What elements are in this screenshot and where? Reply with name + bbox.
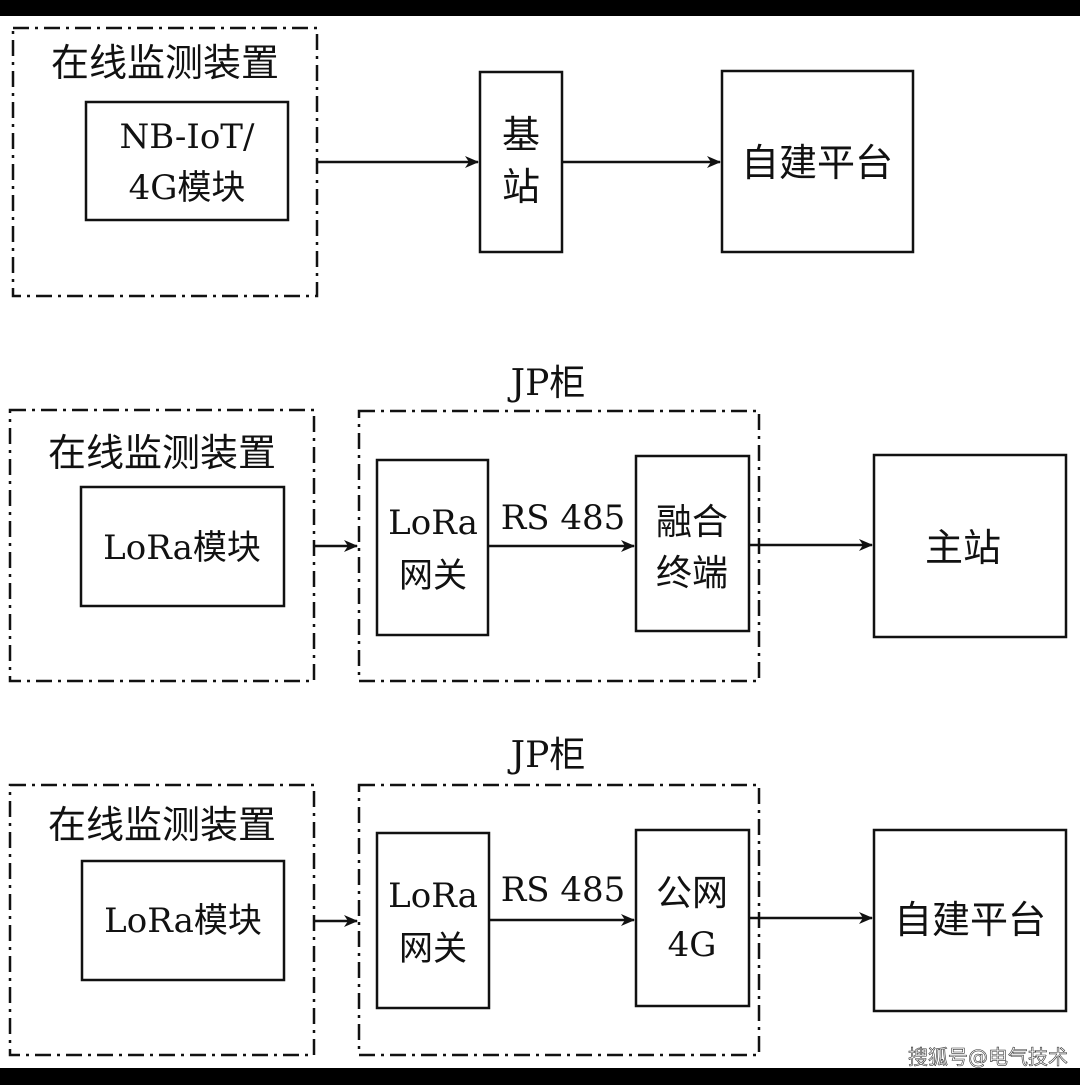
row2-terminal-line-2: 终端 bbox=[656, 553, 728, 594]
row3-gateway-line-1: LoRa bbox=[388, 876, 478, 916]
row2-module-box bbox=[79, 485, 286, 608]
row3-platform-label: 自建平台 bbox=[894, 898, 1046, 942]
row2-master-label: 主站 bbox=[925, 526, 1001, 570]
row3-module-label: LoRa模块 bbox=[104, 901, 262, 941]
row1-base-line-2: 站 bbox=[502, 165, 540, 209]
row2-module-label: LoRa模块 bbox=[103, 528, 261, 568]
row1-device-label: 在线监测装置 bbox=[51, 41, 279, 85]
row2-device-label: 在线监测装置 bbox=[48, 431, 276, 475]
row1-module-line-2: 4G模块 bbox=[129, 168, 246, 208]
row2-cabinet-label: JP柜 bbox=[507, 363, 586, 404]
row3-cabinet-label: JP柜 bbox=[507, 735, 586, 776]
row3-module-box bbox=[80, 859, 286, 982]
row3-device-label: 在线监测装置 bbox=[48, 803, 276, 847]
row2-link-label: RS 485 bbox=[501, 498, 626, 538]
row2-master-box bbox=[872, 453, 1068, 639]
row1-base-station-box bbox=[478, 70, 564, 254]
row3-public-line-1: 公网 bbox=[656, 873, 728, 914]
row1-platform-box bbox=[720, 69, 915, 254]
row1-platform-label: 自建平台 bbox=[741, 141, 893, 185]
row1-base-line-1: 基 bbox=[502, 113, 540, 157]
row3-platform-box bbox=[872, 828, 1068, 1013]
row1-module-box bbox=[84, 100, 290, 222]
row1-module-line-1: NB-IoT/ bbox=[120, 117, 255, 157]
row2-terminal-line-1: 融合 bbox=[656, 502, 728, 543]
row3-gateway-box bbox=[375, 831, 491, 1010]
watermark-text: 搜狐号@电气技术 bbox=[908, 1045, 1068, 1069]
row3-public-network-box bbox=[634, 828, 751, 1008]
row2-gateway-box bbox=[375, 458, 490, 637]
row3-link-label: RS 485 bbox=[501, 870, 626, 910]
row3-public-line-2: 4G bbox=[668, 925, 717, 965]
row2-terminal-box bbox=[634, 454, 751, 633]
row3-gateway-line-2: 网关 bbox=[399, 929, 467, 969]
row3-cabinet-frame bbox=[357, 783, 761, 1057]
row2-gateway-line-1: LoRa bbox=[388, 503, 478, 543]
row2-gateway-line-2: 网关 bbox=[399, 556, 467, 596]
